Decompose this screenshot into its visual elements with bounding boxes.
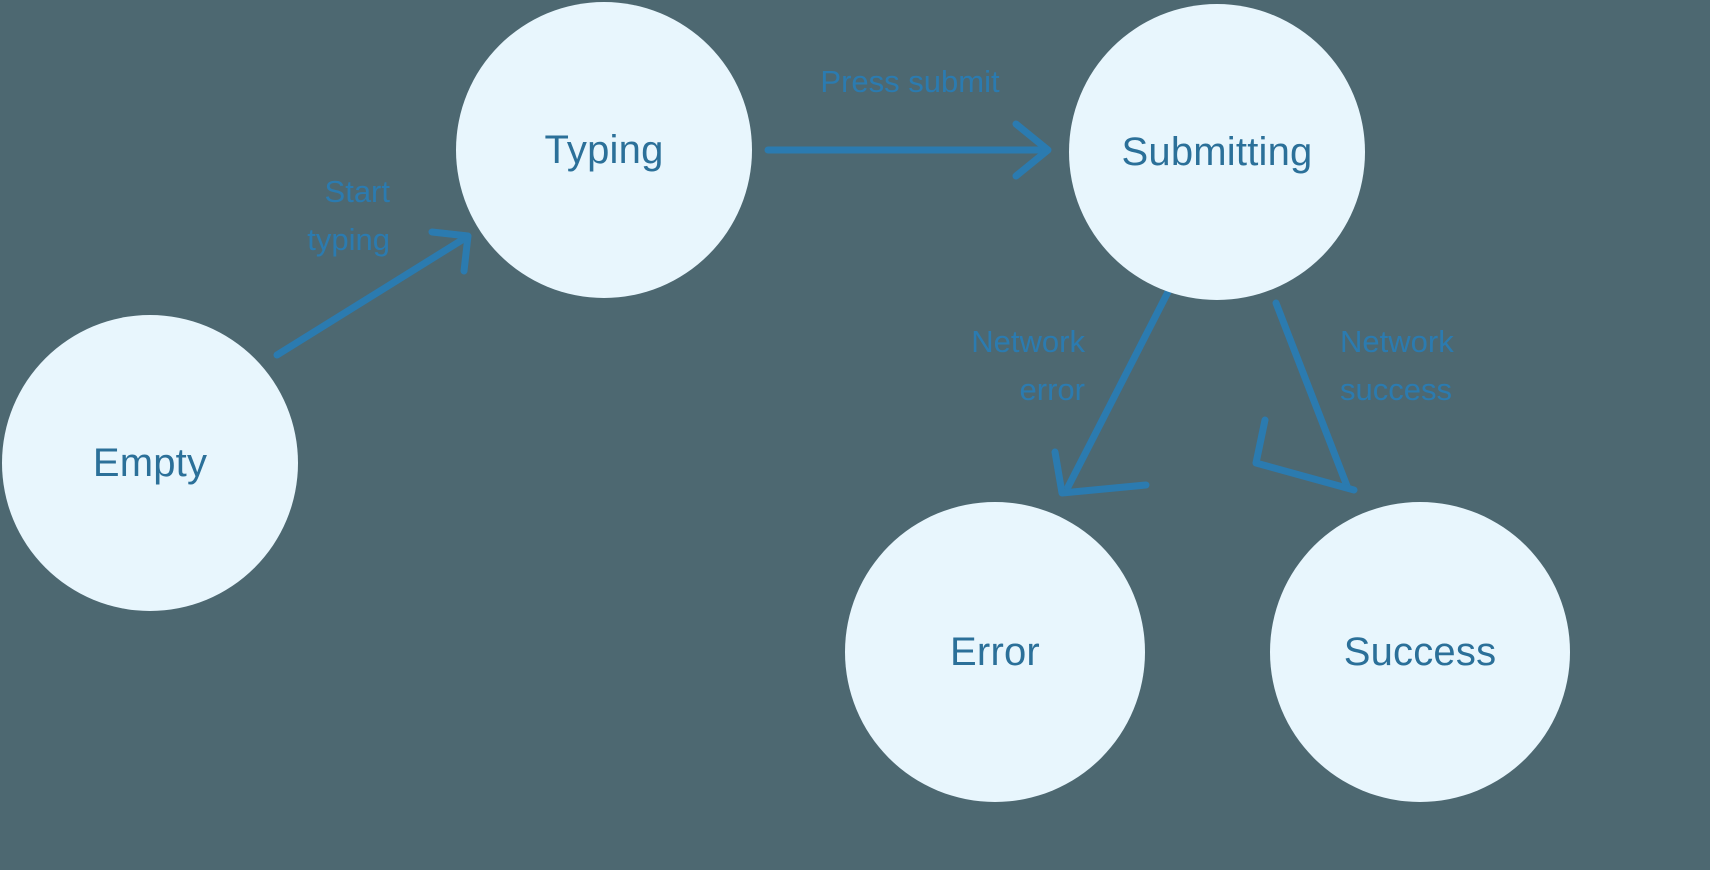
state-label-error: Error (950, 630, 1040, 674)
edge-submitting-to-error (1051, 288, 1172, 497)
edge-submitting-to-success (1252, 299, 1358, 494)
state-node-typing[interactable]: Typing (456, 2, 752, 298)
state-label-success: Success (1343, 630, 1497, 674)
state-node-empty[interactable]: Empty (2, 315, 298, 611)
state-node-success[interactable]: Success (1270, 502, 1570, 802)
edge-typing-to-submitting (764, 120, 1052, 180)
state-node-submitting[interactable]: Submitting (1069, 4, 1365, 300)
state-label-empty: Empty (92, 441, 208, 485)
state-node-error[interactable]: Error (845, 502, 1145, 802)
edge-empty-to-typing (273, 228, 472, 359)
state-label-typing: Typing (544, 128, 664, 172)
state-label-submitting: Submitting (1121, 130, 1313, 174)
